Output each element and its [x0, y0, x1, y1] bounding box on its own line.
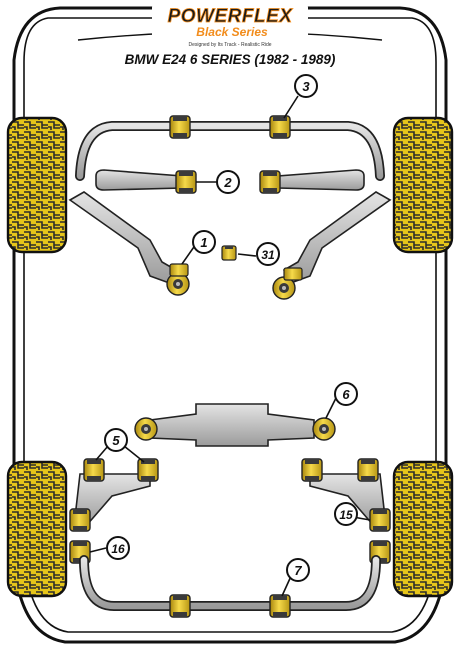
diff-mount-bush-left: [134, 417, 158, 441]
tagline-text: Designed by Its Track - Realistic Ride: [188, 42, 271, 48]
rear-arb-bush-left: [169, 594, 191, 618]
callout-7-label: 7: [294, 563, 302, 578]
callout-16-label: 16: [111, 542, 125, 556]
vehicle-title: BMW E24 6 SERIES (1982 - 1989): [125, 52, 336, 67]
rear-arb-bush-right: [269, 594, 291, 618]
callout-2: 2: [216, 170, 240, 194]
callout-16: 16: [106, 536, 130, 560]
callout-31-label: 31: [261, 248, 275, 262]
tension-strut-bush-left: [175, 170, 197, 194]
tyre-rear-left: [6, 460, 68, 598]
front-arm-bush-right: [272, 267, 303, 300]
brand-logo-text: POWERFLEX: [168, 6, 294, 27]
callout-3: 3: [294, 74, 318, 98]
tyre-front-right: [392, 116, 454, 254]
tyre-front-left: [6, 116, 68, 254]
tension-strut-bush-right: [259, 170, 281, 194]
tyre-rear-right: [392, 460, 454, 598]
callout-7: 7: [286, 558, 310, 582]
powerflex-logo: POWERFLEX Black Series Designed by Its T…: [152, 2, 308, 48]
callout-5: 5: [104, 428, 128, 452]
callout-31: 31: [256, 242, 280, 266]
callout-2-label: 2: [223, 175, 232, 190]
steering-bush: [221, 245, 237, 261]
callout-1-label: 1: [200, 235, 207, 250]
front-anti-roll-bar: [75, 121, 385, 181]
rear-anti-roll-bar: [79, 555, 381, 611]
callout-3-label: 3: [302, 79, 310, 94]
callout-15: 15: [334, 502, 358, 526]
diff-mount-bush-right: [312, 417, 336, 441]
callout-1: 1: [192, 230, 216, 254]
callout-6-label: 6: [342, 387, 350, 402]
front-arm-bush-left: [166, 263, 190, 296]
series-logo-text: Black Series: [196, 25, 268, 39]
callout-6: 6: [334, 382, 358, 406]
rear-diff-mount: [149, 403, 315, 447]
front-arb-bush-left: [169, 115, 191, 139]
front-arb-bush-right: [269, 115, 291, 139]
callout-5-label: 5: [112, 433, 120, 448]
callout-15-label: 15: [339, 508, 353, 522]
